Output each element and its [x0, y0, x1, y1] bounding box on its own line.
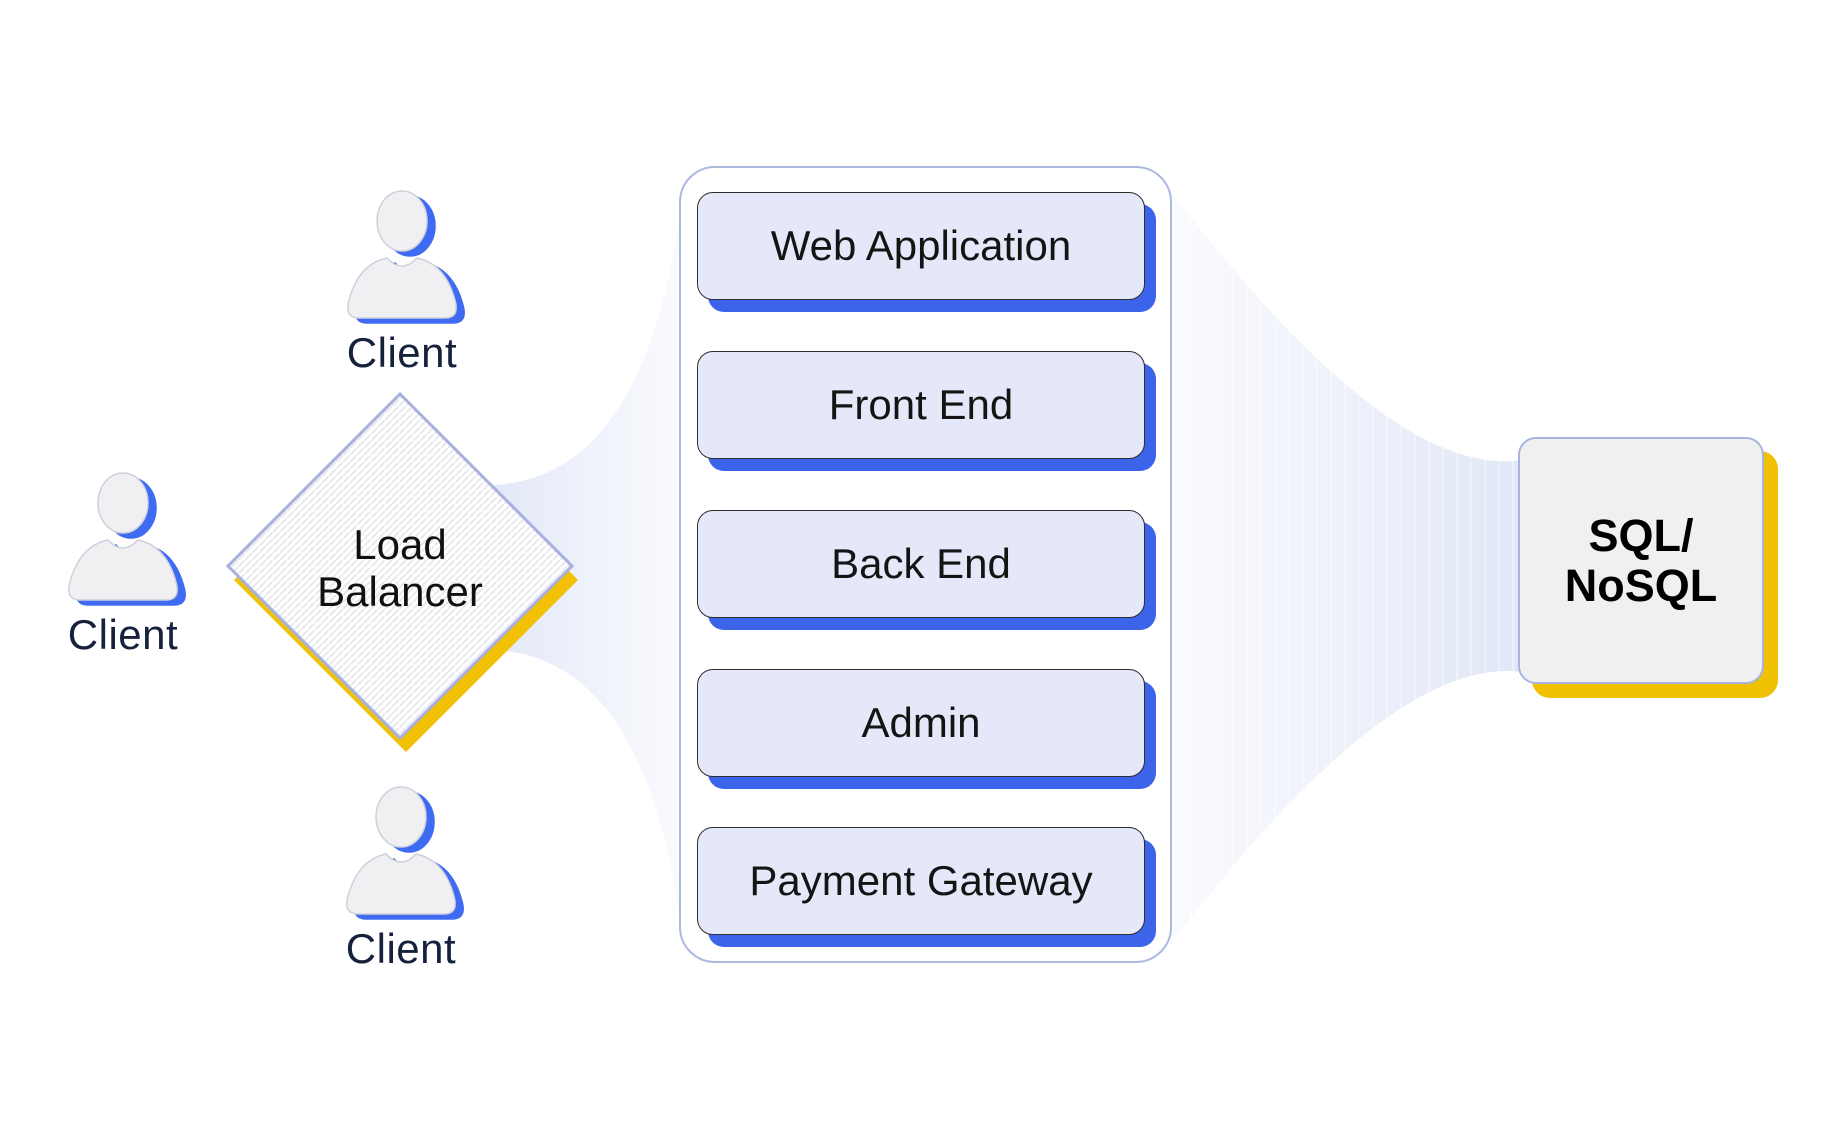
user-icon — [68, 472, 178, 601]
load-balancer-label-line2: Balancer — [317, 568, 483, 615]
flow-loadbalancer-to-services — [480, 200, 682, 934]
database-label-line2: NoSQL — [1564, 559, 1718, 611]
service-box-back-end: Back End — [697, 510, 1145, 618]
service-box-web-application: Web Application — [697, 192, 1145, 300]
client-label: Client — [345, 925, 457, 972]
user-icon — [347, 190, 457, 319]
service-label: Back End — [831, 540, 1011, 587]
service-box-payment-gateway: Payment Gateway — [697, 827, 1145, 935]
service-label: Payment Gateway — [749, 857, 1093, 904]
service-label: Web Application — [770, 222, 1072, 269]
client-bottom: Client — [336, 784, 466, 973]
client-label: Client — [67, 611, 179, 658]
client-top: Client — [337, 188, 467, 377]
database-box: SQL/ NoSQL — [1518, 437, 1764, 684]
service-label: Front End — [828, 381, 1014, 428]
database-label-line1: SQL/ — [1588, 509, 1694, 561]
load-balancer-diamond — [225, 391, 575, 741]
service-label: Admin — [861, 699, 981, 746]
load-balancer-label: Load Balancer — [250, 521, 550, 615]
user-icon — [346, 786, 456, 915]
client-label: Client — [346, 329, 458, 376]
load-balancer-label-line1: Load — [353, 521, 447, 568]
service-box-front-end: Front End — [697, 351, 1145, 459]
flow-texture — [1170, 190, 1522, 945]
client-left: Client — [58, 470, 188, 659]
service-box-admin: Admin — [697, 669, 1145, 777]
